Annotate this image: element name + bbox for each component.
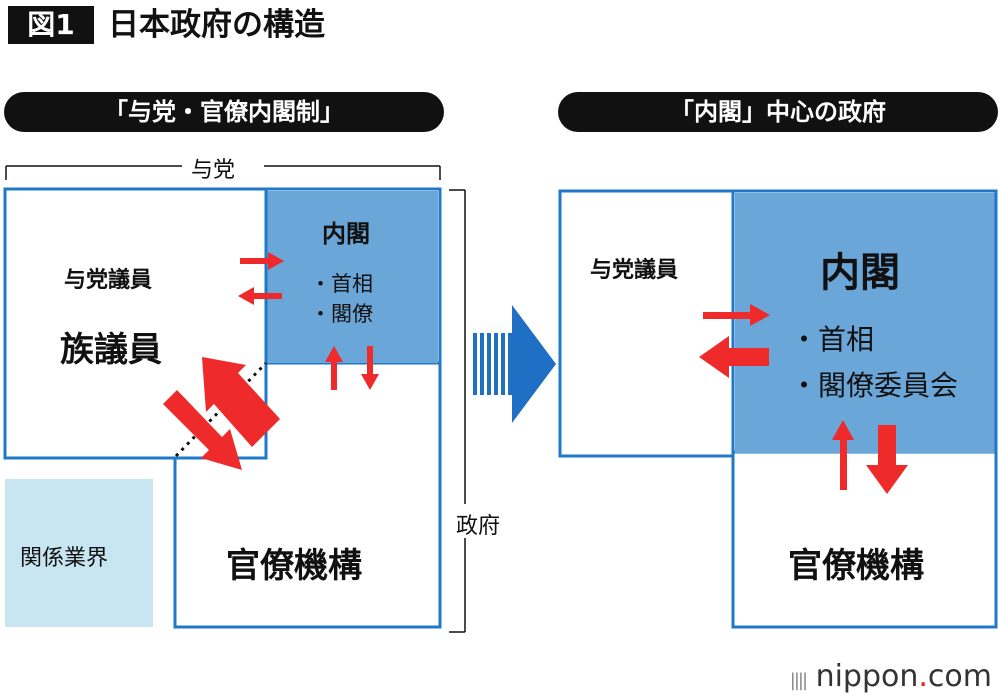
right-cabinet-item-cabinet-committees: ・閣僚委員会 xyxy=(790,369,959,402)
left-diagram-title: 「与党・官僚内閣制」 xyxy=(4,92,444,132)
government-label: 政府 xyxy=(456,514,501,539)
left-diagonal-arrows xyxy=(163,357,280,470)
right-government-frame xyxy=(731,189,998,629)
ruling-party-bracket xyxy=(5,154,441,180)
logo-tld: com xyxy=(927,659,992,694)
industry-block xyxy=(5,479,153,627)
right-horizontal-arrows xyxy=(699,304,770,378)
left-bureaucracy-label: 官僚機構 xyxy=(226,546,362,586)
left-cabinet-item-ministers: ・閣僚 xyxy=(310,302,373,326)
zoku-giin-label: 族議員 xyxy=(60,330,162,370)
right-diagram-title: 「内閣」中心の政府 xyxy=(558,92,998,132)
transition-arrow xyxy=(473,305,556,423)
nippon-com-logo: |||| nippon.com xyxy=(790,659,992,694)
logo-text: nippon xyxy=(815,659,919,694)
right-ruling-party-members-label: 与党議員 xyxy=(590,258,679,283)
left-small-arrows-vertical xyxy=(325,346,379,390)
industry-label: 関係業界 xyxy=(20,546,109,571)
right-cabinet-item-prime-minister: ・首相 xyxy=(790,323,875,356)
ruling-party-label: 与党 xyxy=(191,158,236,183)
logo-bars-icon: |||| xyxy=(789,670,808,691)
left-cabinet-item-prime-minister: ・首相 xyxy=(310,272,373,296)
right-cabinet-title: 内閣 xyxy=(820,250,900,296)
right-cabinet-block xyxy=(735,193,995,453)
right-vertical-arrows xyxy=(832,420,908,494)
right-bureaucracy-label: 官僚機構 xyxy=(788,546,924,586)
logo-dot: . xyxy=(918,659,928,694)
left-cabinet-title: 内閣 xyxy=(322,220,370,248)
left-ruling-party-members-label: 与党議員 xyxy=(64,268,153,293)
government-bracket xyxy=(449,189,512,633)
figure-title: 日本政府の構造 xyxy=(108,7,325,43)
left-government-frame xyxy=(173,187,442,629)
figure-number-badge: 図1 xyxy=(8,6,94,44)
left-cabinet-block xyxy=(266,191,438,363)
left-small-arrows-horizontal xyxy=(238,252,284,305)
